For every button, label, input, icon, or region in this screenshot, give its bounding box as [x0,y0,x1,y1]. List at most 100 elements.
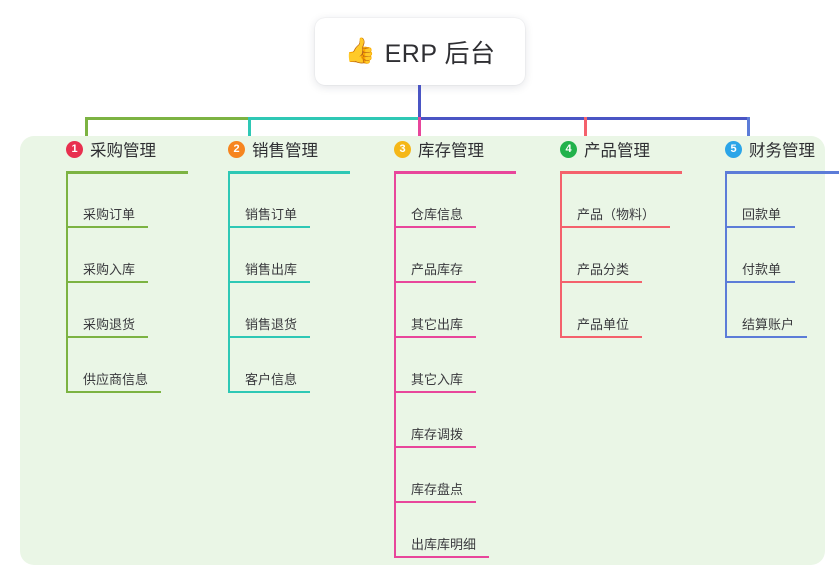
column-title-4: 产品管理 [584,142,650,160]
leaf-item[interactable]: 库存调拨 [394,406,496,448]
leaf-item[interactable]: 产品（物料） [560,186,690,228]
leaf-item[interactable]: 结算账户 [725,296,827,338]
column-badge-1: 1 [66,140,83,158]
leaf-item[interactable]: 销售退货 [228,296,330,338]
column-header-4[interactable]: 4 产品管理 [538,136,703,162]
leaf-item-label: 产品（物料） [577,207,656,222]
leaf-item-label: 结算账户 [742,317,795,332]
connector-drop-pink [418,117,421,145]
leaf-item[interactable]: 付款单 [725,241,815,283]
leaf-item[interactable]: 回款单 [725,186,815,228]
leaf-item-underline [66,336,148,338]
leaf-item-underline [394,226,476,228]
column-badge-5: 5 [725,140,742,158]
leaf-item-underline [228,281,310,283]
column-title-2: 销售管理 [252,142,318,160]
connector-segment-teal [249,117,419,120]
leaf-item-label: 采购退货 [83,317,136,332]
connector-segment-green [85,117,250,120]
column-underline-5 [725,171,839,174]
leaf-item-underline [66,391,161,393]
leaf-item[interactable]: 产品库存 [394,241,496,283]
column-title-1: 采购管理 [90,142,156,160]
leaf-item[interactable]: 采购入库 [66,241,168,283]
column-5: 5 财务管理回款单付款单结算账户 [703,136,839,338]
leaf-item[interactable]: 库存盘点 [394,461,496,503]
column-header-2[interactable]: 2 销售管理 [206,136,366,162]
column-title-5: 财务管理 [749,142,815,160]
leaf-item-label: 供应商信息 [83,372,149,387]
leaf-item[interactable]: 供应商信息 [66,351,181,393]
column-underline-4 [560,171,682,174]
leaf-item-label: 出库库明细 [411,537,477,552]
leaf-item-underline [560,336,642,338]
leaf-item-underline [725,226,795,228]
leaf-item-label: 销售订单 [245,207,298,222]
leaf-item-label: 仓库信息 [411,207,464,222]
leaf-item[interactable]: 仓库信息 [394,186,496,228]
connector-drop-teal [248,117,251,145]
column-underline-1 [66,171,188,174]
leaf-item[interactable]: 产品分类 [560,241,662,283]
leaf-item-label: 采购订单 [83,207,136,222]
column-badge-4: 4 [560,140,577,158]
leaf-item-label: 产品分类 [577,262,630,277]
leaf-item-underline [394,556,489,558]
leaf-item[interactable]: 销售订单 [228,186,330,228]
leaf-item-underline [228,391,310,393]
root-node[interactable]: 👍 ERP 后台 [315,18,525,85]
leaf-item-underline [560,281,642,283]
leaf-item-underline [560,226,670,228]
connector-root-stem [418,85,421,118]
column-header-1[interactable]: 1 采购管理 [44,136,204,162]
leaf-item[interactable]: 客户信息 [228,351,330,393]
leaf-item-underline [725,281,795,283]
leaf-item-underline [394,501,476,503]
leaf-item-label: 其它入库 [411,372,464,387]
leaf-item-label: 销售退货 [245,317,298,332]
leaf-item-label: 采购入库 [83,262,136,277]
column-header-5[interactable]: 5 财务管理 [703,136,839,162]
leaf-item-underline [394,446,476,448]
leaf-item-label: 库存盘点 [411,482,464,497]
leaf-item[interactable]: 销售出库 [228,241,330,283]
column-spine-4 [560,171,562,338]
connector-drop-green [85,117,88,145]
column-spine-5 [725,171,727,338]
connector-drop-blue [747,117,750,145]
leaf-item-underline [228,226,310,228]
column-header-3[interactable]: 3 库存管理 [372,136,537,162]
column-badge-3: 3 [394,140,411,158]
column-title-3: 库存管理 [418,142,484,160]
leaf-item[interactable]: 其它入库 [394,351,496,393]
column-3: 3 库存管理仓库信息产品库存其它出库其它入库库存调拨库存盘点出库库明细 [372,136,537,558]
column-underline-2 [228,171,350,174]
leaf-item[interactable]: 其它出库 [394,296,496,338]
column-4: 4 产品管理产品（物料） 产品分类产品单位 [538,136,703,338]
thumbs-up-icon: 👍 [344,37,376,65]
leaf-item-underline [394,281,476,283]
leaf-item[interactable]: 出库库明细 [394,516,509,558]
leaf-item-underline [228,336,310,338]
diagram-panel: 1 采购管理采购订单采购入库采购退货供应商信息 2 销售管理销售订单销售出库销售退货客… [20,136,839,565]
leaf-item[interactable]: 采购退货 [66,296,168,338]
leaf-item-label: 产品单位 [577,317,630,332]
leaf-item-underline [394,391,476,393]
leaf-item-label: 销售出库 [245,262,298,277]
leaf-item-label: 付款单 [742,262,782,277]
root-node-content: 👍 ERP 后台 [344,34,495,70]
column-1: 1 采购管理采购订单采购入库采购退货供应商信息 [44,136,204,393]
column-badge-2: 2 [228,140,245,158]
column-spine-3 [394,171,396,558]
leaf-item-underline [66,226,148,228]
leaf-item[interactable]: 产品单位 [560,296,662,338]
page-title: ERP 后台 [384,39,496,68]
leaf-item-label: 客户信息 [245,372,298,387]
leaf-item-label: 库存调拨 [411,427,464,442]
leaf-item[interactable]: 采购订单 [66,186,168,228]
leaf-item-underline [725,336,807,338]
leaf-item-label: 回款单 [742,207,782,222]
leaf-item-underline [66,281,148,283]
column-2: 2 销售管理销售订单销售出库销售退货客户信息 [206,136,366,393]
leaf-item-label: 产品库存 [411,262,464,277]
